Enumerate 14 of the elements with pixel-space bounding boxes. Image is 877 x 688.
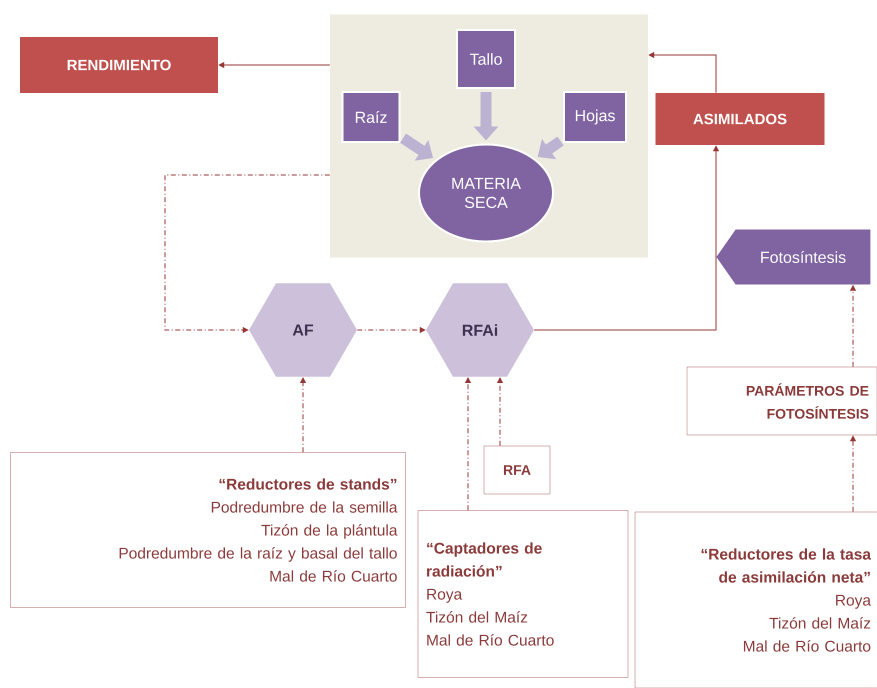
parameter-box: PARÁMETROS DE FOTOSÍNTESIS bbox=[686, 366, 877, 436]
disease-list-box: “Reductores de la tasa de asimilación neta” Roya Tizón del Maíz Mal de Río Cuarto bbox=[634, 512, 877, 688]
disease-list-box: “Captadores de radiación” Roya Tizón del Maíz Mal de Río Cuarto bbox=[418, 510, 628, 678]
ellipse-node: MATERIA SECA bbox=[418, 144, 554, 242]
input-box: RFA bbox=[484, 446, 550, 494]
hexagon-node: RFAi bbox=[426, 283, 534, 377]
hexagon-node: AF bbox=[249, 283, 357, 377]
title-box: ASIMILADOS bbox=[656, 93, 824, 145]
organ-box: Hojas bbox=[563, 91, 627, 143]
organ-box: Tallo bbox=[456, 29, 516, 89]
title-box: RENDIMIENTO bbox=[20, 37, 218, 93]
organ-box: Raíz bbox=[342, 91, 400, 143]
pentagon-arrow-box: Fotosíntesis bbox=[716, 230, 870, 284]
disease-list-box: “Reductores de stands” Podredumbre de la semilla Tizón de la plántula Podredumbre de la raíz y basal del tallo Mal de Río Cuarto bbox=[10, 452, 406, 608]
